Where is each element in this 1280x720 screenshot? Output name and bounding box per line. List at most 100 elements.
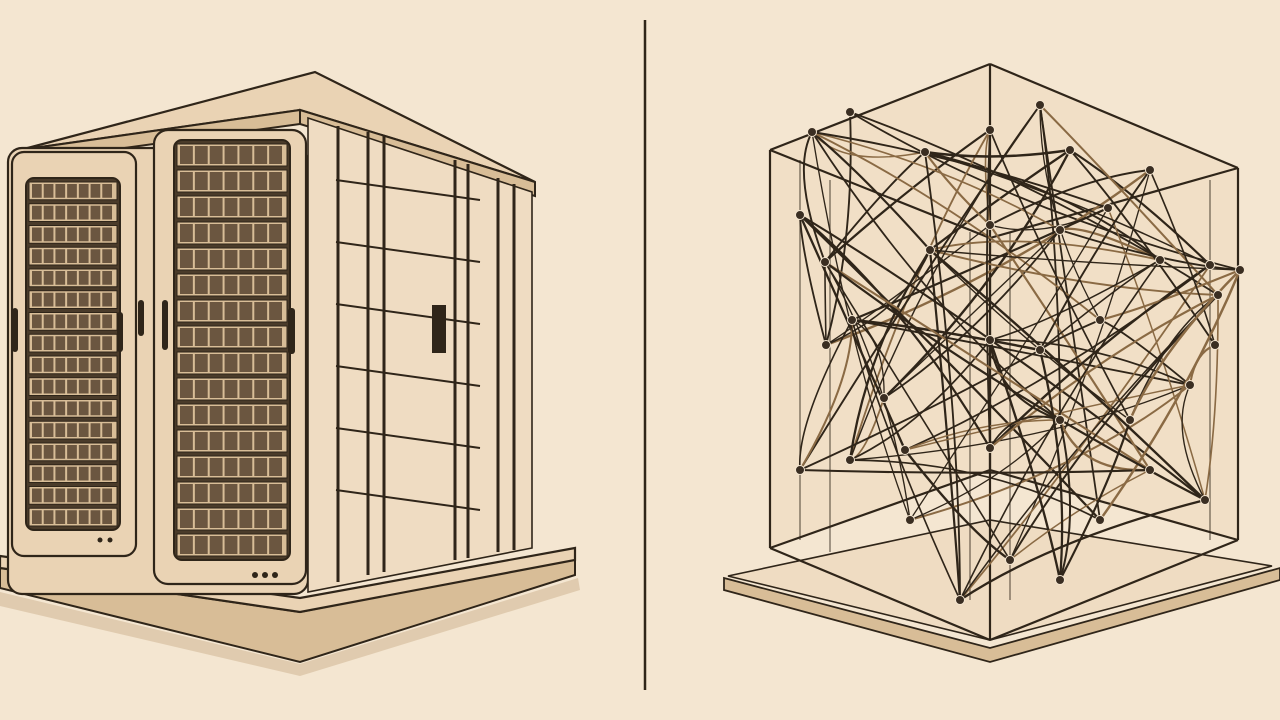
- rack-inner-panel: [432, 305, 446, 353]
- door-handle-icon: [12, 308, 18, 352]
- drive-bay: [55, 271, 66, 285]
- drive-bay: [254, 380, 268, 398]
- network-link: [904, 419, 1061, 451]
- drive-bay: [239, 172, 253, 190]
- drive-bay: [239, 432, 253, 450]
- drive-bay: [90, 292, 101, 307]
- drive-bay: [180, 432, 193, 450]
- drive-bay: [55, 379, 66, 394]
- network-link: [848, 249, 931, 461]
- network-link: [1039, 104, 1061, 421]
- door-handle-icon: [162, 300, 168, 350]
- rack-shelf: [335, 489, 481, 511]
- drive-bay: [254, 276, 268, 294]
- drive-bay: [194, 302, 208, 320]
- drive-bay: [43, 336, 54, 350]
- network-link: [989, 169, 1151, 226]
- drive-bay: [90, 423, 101, 437]
- drive-bay: [194, 172, 208, 190]
- network-link: [1038, 349, 1064, 581]
- drive-bay: [239, 198, 253, 216]
- drive-bay: [269, 328, 282, 346]
- drive-bay: [180, 406, 193, 424]
- drive-bay: [55, 510, 66, 524]
- network-link: [849, 129, 991, 461]
- drive-bay: [78, 336, 89, 350]
- drive-bay: [239, 536, 253, 554]
- drive-bay: [180, 354, 193, 372]
- drive-bay: [180, 224, 193, 242]
- drive-bay: [67, 314, 77, 329]
- network-link: [989, 339, 1191, 386]
- drive-bay: [209, 354, 223, 372]
- network-node-icon: [795, 465, 805, 475]
- drive-bay: [269, 510, 282, 528]
- drive-bay: [209, 198, 223, 216]
- network-link: [909, 207, 1109, 521]
- drive-bay: [32, 445, 42, 459]
- drive-bay: [102, 358, 112, 372]
- network-link: [1059, 419, 1132, 581]
- drive-bay: [239, 354, 253, 372]
- network-link: [1149, 169, 1216, 346]
- drive-bay: [55, 184, 66, 198]
- status-led-icon: [97, 537, 103, 543]
- drive-bay: [55, 314, 66, 329]
- drive-bay: [67, 336, 77, 350]
- network-link: [1059, 419, 1072, 581]
- drive-bay: [239, 302, 253, 320]
- network-link: [929, 240, 1161, 261]
- drive-bay: [102, 466, 112, 481]
- network-link: [799, 214, 1206, 501]
- drive-bay: [67, 358, 77, 372]
- drive-bay: [239, 224, 253, 242]
- drive-bay: [43, 205, 54, 220]
- cube-edge: [769, 546, 991, 642]
- drive-bay: [78, 249, 89, 263]
- drive-bay: [269, 458, 282, 476]
- rack-shelf: [335, 303, 481, 325]
- network-mesh-cube-illustration: [723, 62, 1280, 663]
- drive-bay: [224, 250, 238, 268]
- drive-bay: [32, 358, 42, 372]
- drive-bay: [67, 271, 77, 285]
- drive-bay: [224, 328, 238, 346]
- status-led-icon: [252, 572, 258, 578]
- network-link: [824, 261, 1011, 561]
- drive-bay: [78, 488, 89, 503]
- network-node-icon: [1235, 265, 1245, 275]
- drive-bay: [32, 401, 42, 416]
- drive-bay: [43, 314, 54, 329]
- network-link: [824, 261, 1151, 471]
- rack-shelf: [335, 241, 481, 263]
- drive-bay: [67, 249, 77, 263]
- drive-bay: [67, 423, 77, 437]
- drive-bay: [78, 379, 89, 394]
- drive-bay: [209, 302, 223, 320]
- network-link: [824, 261, 911, 521]
- drive-bay: [254, 146, 268, 164]
- network-link: [1099, 319, 1191, 386]
- drive-bay: [239, 276, 253, 294]
- drive-bay: [180, 172, 193, 190]
- drive-bay: [254, 172, 268, 190]
- network-links: [798, 104, 1242, 601]
- drive-bay: [67, 488, 77, 503]
- network-node-icon: [1200, 495, 1210, 505]
- drive-bay: [224, 536, 238, 554]
- network-node-icon: [985, 335, 995, 345]
- drive-bay: [67, 205, 77, 220]
- drive-bay: [194, 406, 208, 424]
- network-node-icon: [1125, 415, 1135, 425]
- drive-bay: [194, 354, 208, 372]
- network-node-icon: [1035, 345, 1045, 355]
- drive-bay: [67, 379, 77, 394]
- drive-bay: [209, 432, 223, 450]
- drive-bay: [194, 224, 208, 242]
- drive-bay: [194, 536, 208, 554]
- drive-bay: [209, 406, 223, 424]
- drive-bay: [254, 250, 268, 268]
- drive-bay: [32, 488, 42, 503]
- network-link: [1009, 469, 1151, 561]
- network-link: [904, 264, 1211, 451]
